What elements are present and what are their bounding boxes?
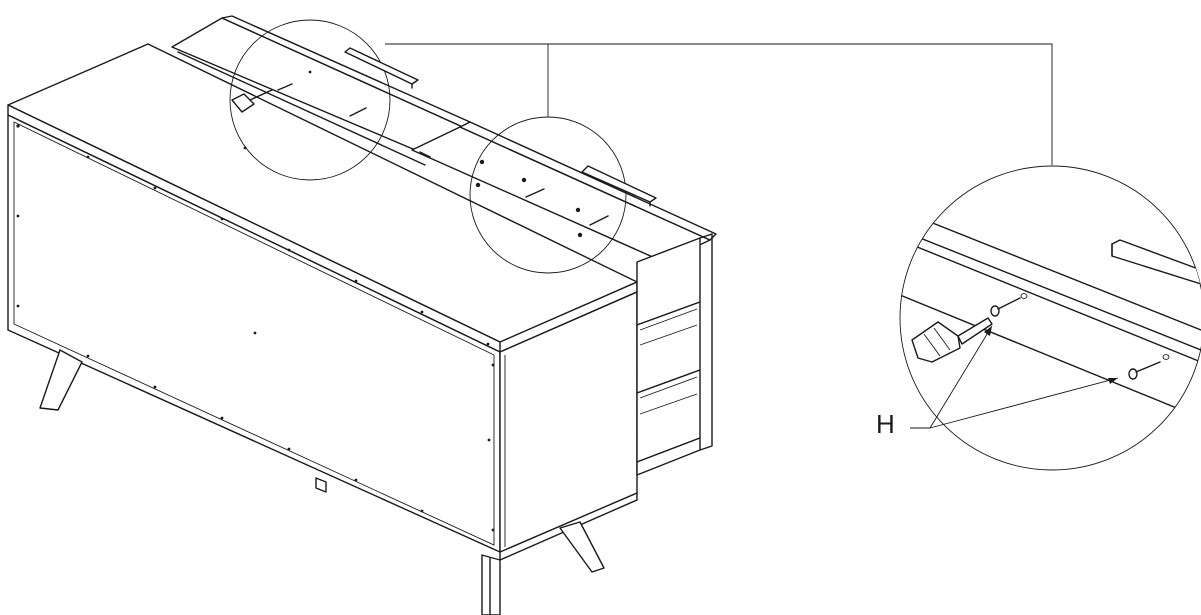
callout-label-h: H [876,409,895,439]
screw-icon [990,297,1021,317]
screw-icon [1128,361,1161,380]
callout-arrows [910,325,1119,429]
rear-drawer-frame [171,15,717,263]
screwdriver-icon [231,89,273,113]
detail-circle-upper [229,19,419,181]
panel-nails [16,124,495,532]
screwdriver-icon [911,317,993,363]
dresser-cabinet [7,15,717,615]
drawer-fronts [636,233,713,476]
enlarged-detail: H [876,165,1201,471]
leader-lines [385,43,1053,165]
legs [39,349,605,615]
